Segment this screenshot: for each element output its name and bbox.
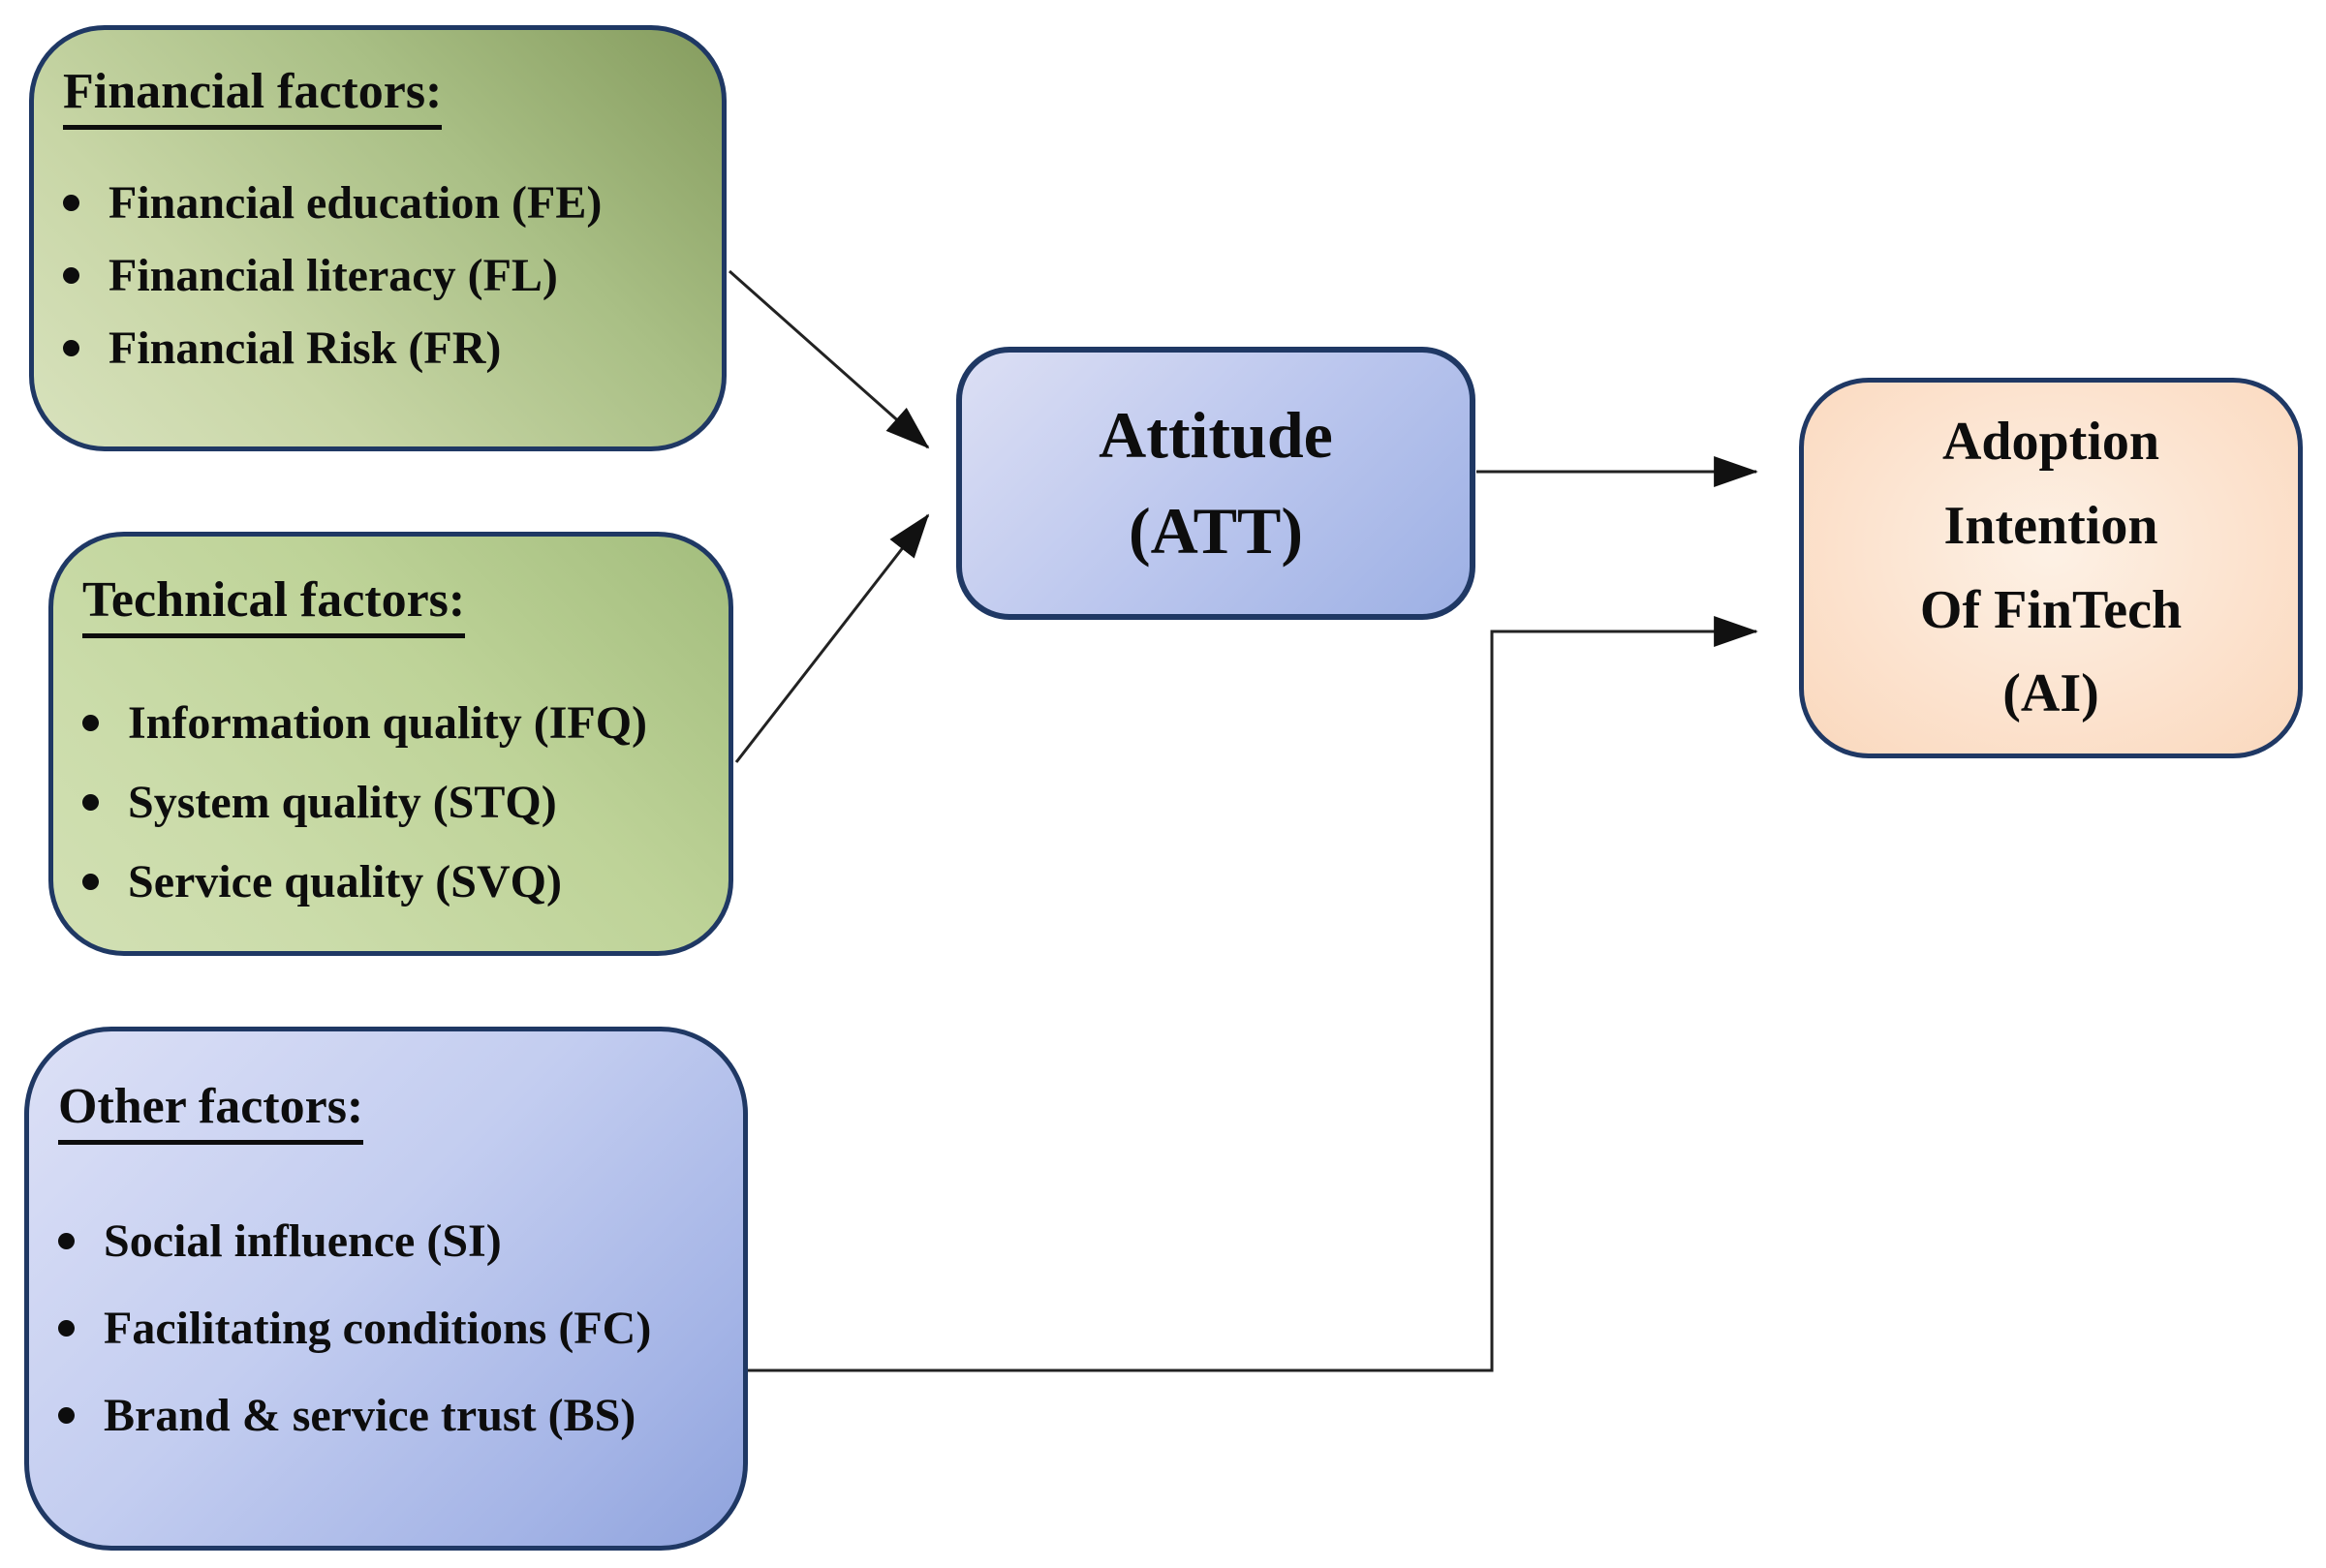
list-item-label: Information quality (IFQ) — [128, 696, 648, 749]
list-item: Social influence (SI) — [58, 1213, 720, 1271]
list-item: Financial literacy (FL) — [63, 247, 697, 305]
list-item: Brand & service trust (BS) — [58, 1387, 720, 1445]
list-item-label: Service quality (SVQ) — [128, 855, 562, 907]
bullet-icon — [82, 874, 99, 891]
other-factors-list: Social influence (SI) Facilitating condi… — [58, 1213, 720, 1445]
list-item-label: Financial literacy (FL) — [109, 249, 558, 301]
list-item-label: System quality (STQ) — [128, 776, 557, 828]
financial-factors-title: Financial factors: — [63, 63, 443, 130]
bullet-icon — [82, 794, 99, 812]
financial-factors-list: Financial education (FE) Financial liter… — [63, 174, 697, 378]
attitude-label-line: (ATT) — [1128, 494, 1304, 568]
list-item-label: Financial education (FE) — [109, 176, 603, 229]
technical-factors-box: Technical factors: Information quality (… — [48, 532, 733, 956]
bullet-icon — [63, 340, 79, 357]
arrow-technical-to-attitude — [734, 513, 930, 763]
list-item-label: Social influence (SI) — [104, 1214, 502, 1267]
list-item: System quality (STQ) — [82, 774, 703, 832]
bullet-icon — [63, 195, 79, 212]
adoption-label-line: Intention — [1943, 495, 2158, 556]
list-item-label: Financial Risk (FR) — [109, 322, 502, 374]
arrow-other-to-adoption — [741, 616, 1758, 1372]
adoption-label-line: Adoption — [1941, 411, 2160, 472]
list-item: Information quality (IFQ) — [82, 694, 703, 753]
bullet-icon — [82, 715, 99, 732]
other-factors-box: Other factors: Social influence (SI) Fac… — [24, 1027, 748, 1551]
bullet-icon — [58, 1320, 75, 1337]
list-item: Financial Risk (FR) — [63, 320, 697, 378]
list-item-label: Facilitating conditions (FC) — [104, 1302, 652, 1354]
list-item-label: Brand & service trust (BS) — [104, 1389, 636, 1441]
financial-factors-box: Financial factors: Financial education (… — [29, 25, 727, 451]
list-item: Facilitating conditions (FC) — [58, 1300, 720, 1358]
list-item: Service quality (SVQ) — [82, 853, 703, 911]
technical-factors-list: Information quality (IFQ) System quality… — [82, 694, 703, 911]
list-item: Financial education (FE) — [63, 174, 697, 232]
technical-factors-title: Technical factors: — [82, 571, 466, 638]
attitude-node: Attitude (ATT) — [956, 347, 1475, 620]
bullet-icon — [58, 1407, 75, 1425]
bullet-icon — [58, 1233, 75, 1250]
other-factors-title: Other factors: — [58, 1078, 364, 1145]
adoption-label-line: (AI) — [2002, 663, 2099, 724]
arrow-financial-to-attitude — [729, 269, 930, 449]
bullet-icon — [63, 267, 79, 285]
attitude-label-line: Attitude — [1099, 398, 1333, 473]
adoption-label-line: Of FinTech — [1919, 579, 2183, 640]
adoption-intention-node: Adoption Intention Of FinTech (AI) — [1799, 378, 2303, 758]
